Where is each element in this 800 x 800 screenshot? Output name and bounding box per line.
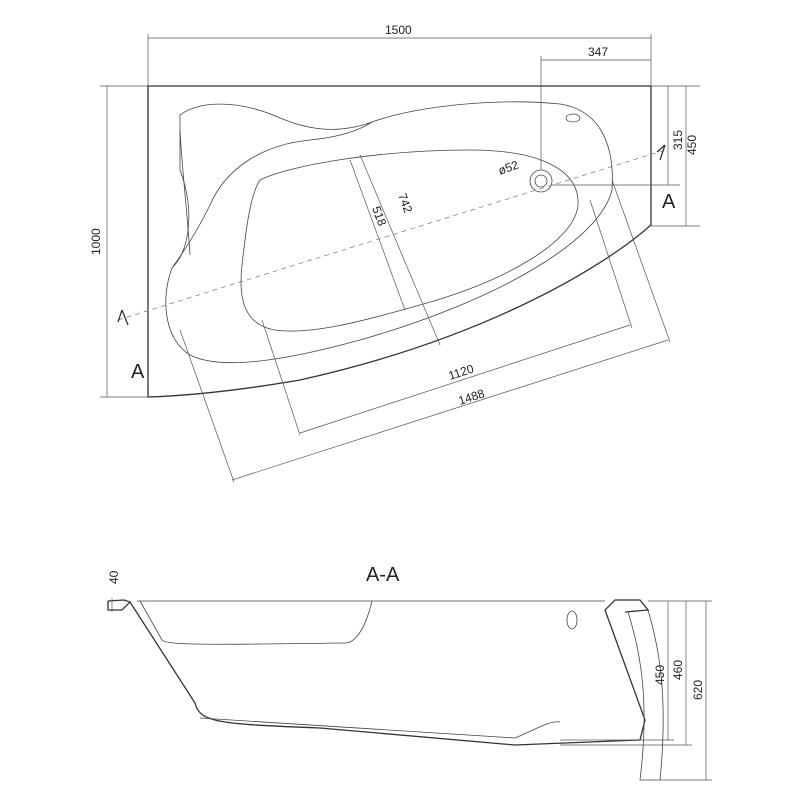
overflow-hole bbox=[566, 610, 578, 630]
dim-620: 620 bbox=[691, 680, 705, 700]
seat-profile bbox=[139, 600, 373, 645]
section-line bbox=[117, 149, 666, 321]
dim-450: 450 bbox=[685, 135, 699, 155]
dim-450-section: 450 bbox=[653, 665, 667, 685]
section-title: A-A bbox=[366, 564, 400, 586]
dim-1120: 1120 bbox=[447, 361, 476, 382]
section-marker-right: A bbox=[662, 191, 676, 213]
dim-742: 742 bbox=[395, 191, 415, 215]
arrow-icon bbox=[117, 309, 129, 326]
dim-1000: 1000 bbox=[89, 228, 103, 255]
rim-left bbox=[107, 601, 131, 611]
section-view: A-A 40 450 460 620 bbox=[107, 564, 712, 781]
tub-outline bbox=[147, 85, 652, 398]
basin-contour bbox=[240, 149, 579, 332]
top-view: 1500 347 450 315 1000 ø52 742 518 1120 1… bbox=[89, 23, 700, 483]
dim-315: 315 bbox=[671, 130, 685, 150]
overflow-hole bbox=[565, 113, 581, 123]
arrow-icon bbox=[656, 144, 666, 161]
drain-inner bbox=[534, 174, 548, 188]
dim-1488: 1488 bbox=[457, 386, 487, 408]
bottom-profile bbox=[199, 717, 561, 739]
dim-518: 518 bbox=[369, 204, 389, 228]
tub-rim-inner bbox=[165, 101, 613, 364]
seat-contour bbox=[179, 129, 191, 256]
dim-drain-diameter: ø52 bbox=[496, 157, 521, 177]
headrest-contour bbox=[171, 121, 373, 269]
section-outline bbox=[107, 599, 650, 746]
dim-40: 40 bbox=[107, 570, 121, 584]
support-leg bbox=[627, 609, 664, 781]
dim-347: 347 bbox=[588, 45, 608, 59]
dim-460: 460 bbox=[671, 660, 685, 680]
dim-1500: 1500 bbox=[385, 23, 412, 37]
section-marker-left: A bbox=[131, 361, 145, 383]
